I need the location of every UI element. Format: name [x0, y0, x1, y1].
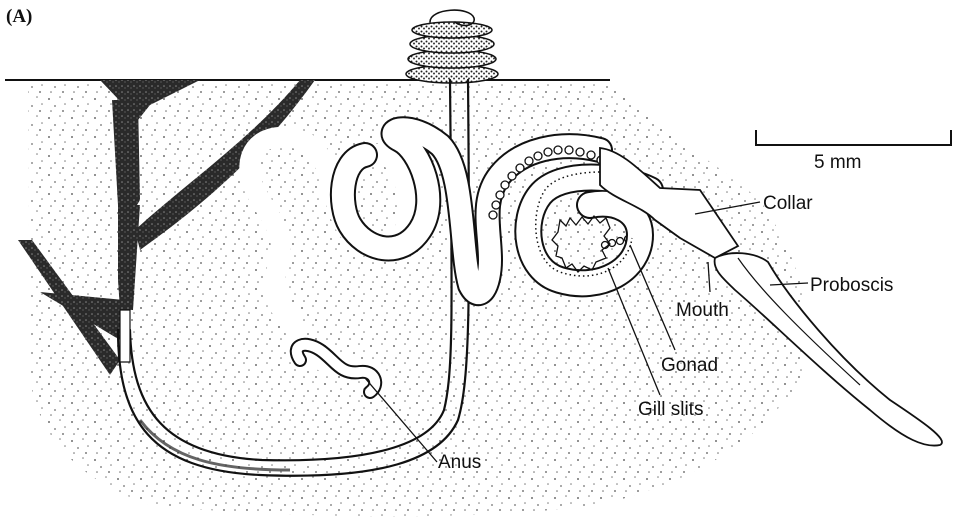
label-mouth: Mouth — [676, 300, 729, 321]
label-collar: Collar — [763, 193, 813, 214]
label-proboscis: Proboscis — [810, 275, 893, 296]
label-gonad: Gonad — [661, 355, 718, 376]
scale-bar-label: 5 mm — [814, 152, 862, 173]
label-gill-slits: Gill slits — [638, 399, 703, 420]
fecal-coil — [406, 10, 498, 83]
scale-bar — [756, 130, 951, 146]
label-anus: Anus — [438, 452, 481, 473]
panel-label: (A) — [6, 6, 32, 27]
